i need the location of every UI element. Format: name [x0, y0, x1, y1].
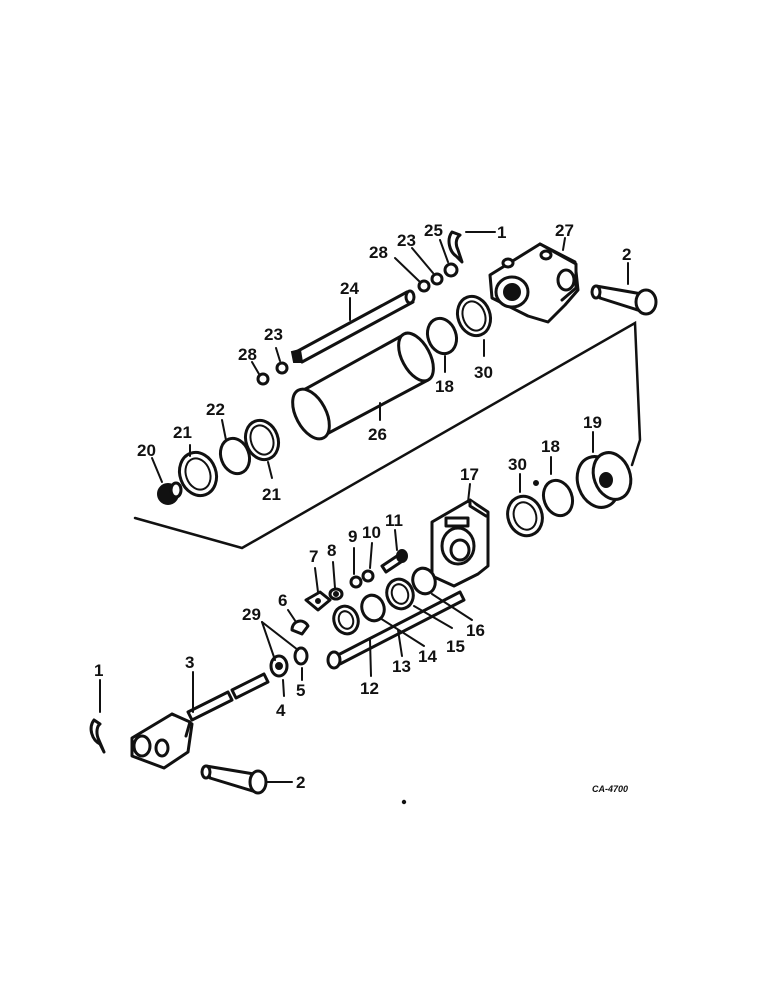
label-21-right: 21: [262, 485, 281, 504]
label-9: 9: [348, 527, 357, 546]
label-18-top: 18: [435, 377, 454, 396]
bolt-11: [380, 549, 408, 574]
label-28-top: 28: [369, 243, 388, 262]
label-5: 5: [296, 681, 305, 700]
o-ring-22: [218, 436, 252, 476]
label-10: 10: [362, 523, 381, 542]
label-21-left: 21: [173, 423, 192, 442]
label-29: 29: [242, 605, 261, 624]
label-25: 25: [424, 221, 443, 240]
group-bracket-line: [133, 320, 642, 550]
ball-28-left: [256, 372, 270, 386]
plate-7: [304, 590, 332, 612]
tube-24: [290, 289, 416, 364]
label-23-left: 23: [264, 325, 283, 344]
clevis-pin-bottom: [200, 764, 268, 795]
ball-28-top: [417, 279, 431, 293]
label-17: 17: [460, 465, 479, 484]
label-6: 6: [278, 591, 287, 610]
label-8: 8: [327, 541, 336, 560]
label-27: 27: [555, 221, 574, 240]
label-1-top: 1: [497, 223, 506, 242]
label-30-top: 30: [474, 363, 493, 382]
backup-ring-30-top: [455, 294, 493, 338]
label-7: 7: [309, 547, 318, 566]
label-1-bottom: 1: [94, 661, 103, 680]
label-28-left: 28: [238, 345, 257, 364]
o-ring-18-top: [425, 316, 459, 356]
washer-10: [361, 569, 375, 583]
cotter-pin-top: [447, 230, 464, 264]
o-ring-18-bottom: [541, 478, 575, 518]
clevis-pin-top: [590, 284, 658, 316]
nut-20: [157, 481, 183, 505]
label-22: 22: [206, 400, 225, 419]
reference-code: CA-4700: [592, 784, 628, 794]
label-15: 15: [446, 637, 465, 656]
label-4: 4: [276, 701, 286, 720]
o-ring-16: [411, 566, 437, 596]
washer-23-top: [430, 272, 444, 286]
washer-25: [443, 262, 459, 278]
seal-13: [332, 604, 360, 636]
label-30-bottom: 30: [508, 455, 527, 474]
cylinder-barrel-26: [291, 331, 435, 441]
nut-8: [328, 587, 344, 601]
label-2-top: 2: [622, 245, 631, 264]
label-24: 24: [340, 279, 359, 298]
label-13: 13: [392, 657, 411, 676]
backup-ring-30-bottom: [506, 494, 544, 538]
clevis-end-cap-27: [488, 242, 580, 324]
label-12: 12: [360, 679, 379, 698]
piston-rod-12: [326, 590, 466, 670]
washer-9: [349, 575, 363, 589]
label-2-bottom: 2: [296, 773, 305, 792]
label-11: 11: [385, 511, 403, 530]
label-14: 14: [418, 647, 437, 666]
rod-end-clevis-3: [130, 672, 270, 770]
label-20: 20: [137, 441, 156, 460]
label-23-top: 23: [397, 231, 416, 250]
cotter-pin-bottom: [89, 718, 106, 754]
gland-housing-17: [430, 498, 490, 588]
retainer-6: [290, 619, 310, 636]
pin-5: [293, 646, 309, 666]
label-16: 16: [466, 621, 485, 640]
ring-14: [360, 593, 386, 623]
label-26: 26: [368, 425, 387, 444]
label-3: 3: [185, 653, 194, 672]
piston-19: [575, 451, 633, 509]
label-18-bottom: 18: [541, 437, 560, 456]
washer-23-left: [275, 361, 289, 375]
label-19: 19: [583, 413, 602, 432]
